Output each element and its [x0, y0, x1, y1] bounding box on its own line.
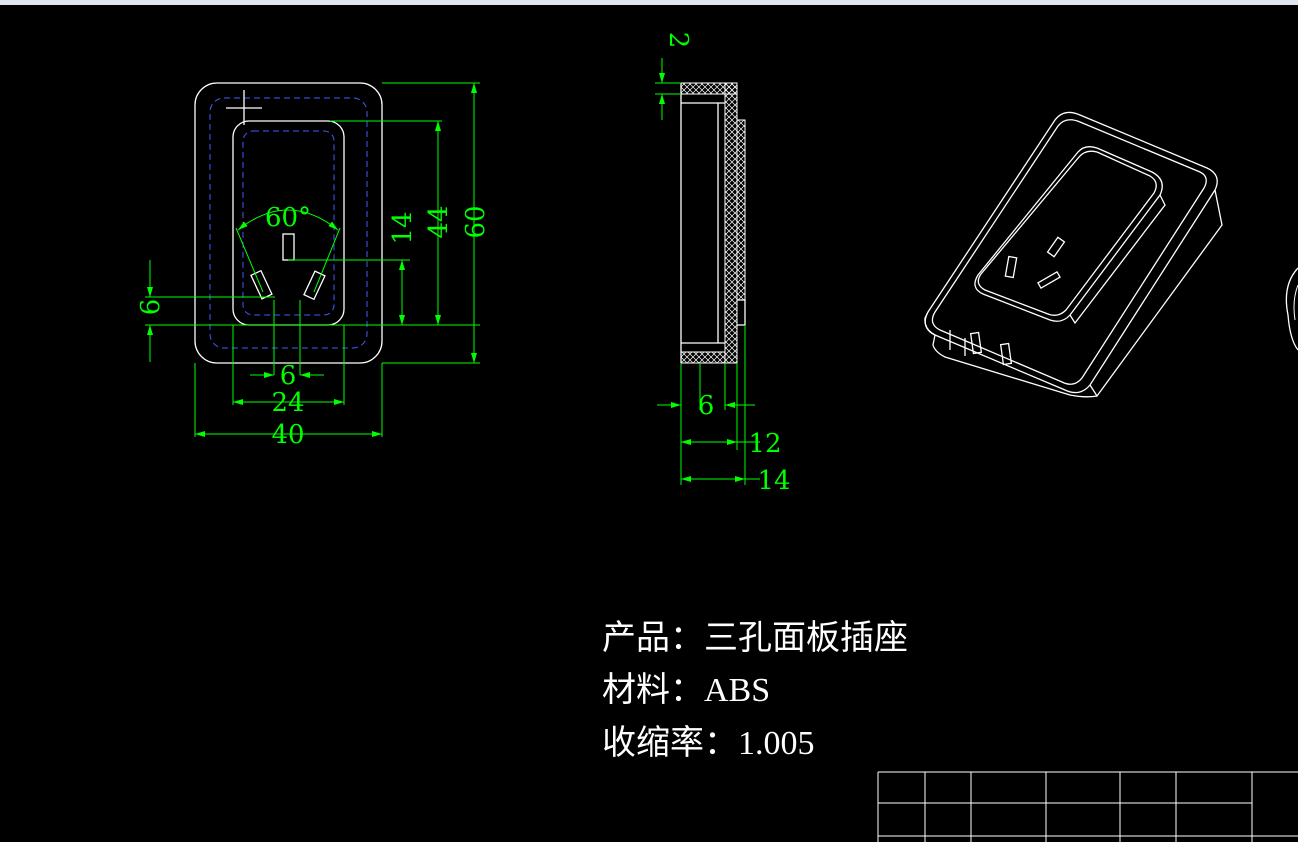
dim-angle-label: 60° — [265, 203, 311, 233]
side-view-dimensions: 2 6 12 14 — [655, 32, 791, 496]
dim-wall-label: 2 — [663, 32, 693, 49]
window-top-edge — [0, 0, 1298, 5]
dim-inner-height-label: 44 — [424, 205, 454, 238]
offscreen-partial-shape — [1285, 267, 1298, 351]
dim-depth-b-label: 12 — [748, 429, 781, 459]
dim-slot-height-label: 6 — [136, 299, 166, 316]
side-section-view — [680, 82, 746, 364]
offscreen-partial-shape-inner — [1293, 284, 1298, 321]
shrinkage-note: 收缩率：1.005 — [602, 725, 815, 762]
dim-inner-width-label: 24 — [271, 388, 304, 418]
cad-drawing-canvas[interactable]: 60° 6 24 40 6 14 44 60 2 6 12 14 — [0, 5, 1298, 842]
dim-depth-a-label: 6 — [698, 391, 715, 421]
material-note: 材料：ABS — [602, 672, 771, 709]
dim-slot-gap-label: 6 — [280, 361, 297, 391]
isometric-view — [924, 111, 1223, 398]
dim-outer-width-label: 40 — [271, 420, 304, 450]
title-block-grid — [877, 771, 1298, 842]
dim-outer-height-label: 60 — [461, 205, 491, 238]
dim-depth-c-label: 14 — [757, 466, 790, 496]
product-note: 产品：三孔面板插座 — [602, 620, 908, 657]
front-view-dimensions: 60° 6 24 40 6 14 44 60 — [136, 82, 491, 450]
front-view — [194, 82, 383, 364]
dim-pin-height-label: 14 — [388, 211, 418, 244]
